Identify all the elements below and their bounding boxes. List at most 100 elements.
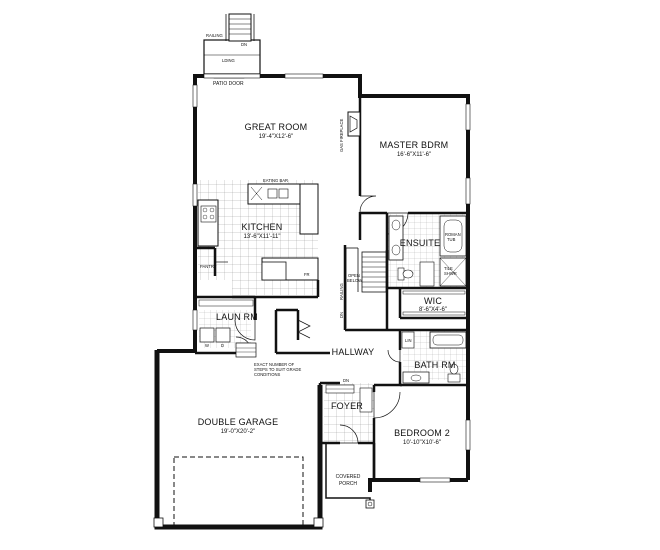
railing-stair-label: RAILING bbox=[339, 283, 344, 300]
fireplace bbox=[347, 111, 361, 137]
eating-bar-label: EATING BAR bbox=[263, 178, 288, 183]
burner bbox=[209, 214, 215, 220]
burner bbox=[202, 207, 208, 213]
hallway-title: HALLWAY bbox=[332, 347, 375, 357]
ensuite-toilet bbox=[402, 269, 414, 279]
wall-exterior-garage bbox=[154, 350, 323, 530]
open-below-label-1: OPEN bbox=[348, 273, 360, 278]
ensuite-sink bbox=[391, 244, 401, 256]
hallway: LIN HALLWAY bbox=[332, 331, 415, 357]
linen-label: LIN bbox=[405, 338, 412, 343]
door-laundry bbox=[234, 319, 256, 341]
patio-door: PATIO DOOR bbox=[203, 73, 261, 87]
fridge bbox=[261, 261, 287, 281]
window bbox=[192, 84, 198, 108]
door-front bbox=[339, 424, 359, 444]
foyer: DN FOYER bbox=[325, 378, 373, 413]
column-base bbox=[153, 517, 164, 528]
ensuite: ROMAN TUB TILE SHWR ENSUITE bbox=[388, 215, 467, 287]
railing-label-top: RAILING bbox=[206, 33, 223, 38]
bath-title: BATH RM bbox=[414, 360, 455, 370]
garage-door bbox=[173, 456, 304, 528]
bedroom2-dims: 10'-10"X10'-6" bbox=[403, 440, 441, 446]
garage-dims: 19'-0"X20'-2" bbox=[221, 429, 256, 435]
ensuite-title: ENSUITE bbox=[400, 238, 440, 248]
great-room-dims: 19'-4"X12'-6" bbox=[259, 134, 294, 140]
garage-column-bases bbox=[153, 517, 324, 528]
garage: EXACT NUMBER OF STEPS TO SUIT GRADE COND… bbox=[173, 342, 304, 528]
great-room-title: GREAT ROOM bbox=[245, 122, 308, 132]
dn-label-top: DN bbox=[241, 42, 247, 47]
dishwasher bbox=[250, 186, 263, 201]
bedroom-2: BEDROOM 2 10'-10"X10'-6" bbox=[394, 428, 450, 446]
ensuite-sink bbox=[391, 219, 401, 231]
roman-tub-label-1: ROMAN bbox=[445, 232, 461, 237]
master-bdrm-title: MASTER BDRM bbox=[380, 140, 449, 150]
bathroom: BATH RM bbox=[402, 331, 467, 384]
door-closet-bifold bbox=[297, 319, 311, 339]
fireplace-hearth bbox=[349, 115, 358, 133]
covered-porch-line1: COVERED bbox=[336, 474, 361, 480]
dn-stair-label: DN bbox=[339, 312, 344, 318]
kitchen: EATING BAR FR KITCHEN 13'-6"X11'-11" PAN… bbox=[197, 178, 319, 281]
patio-door-label: PATIO DOOR bbox=[213, 81, 244, 87]
door-master bbox=[359, 195, 377, 213]
burner bbox=[202, 214, 208, 220]
bath-toilet bbox=[449, 363, 459, 375]
kitchen-sink bbox=[278, 188, 289, 199]
master-bdrm-dims: 16'-6"X11'-6" bbox=[397, 152, 431, 158]
tile-shower-label-1: TILE bbox=[444, 266, 453, 271]
bedroom2-title: BEDROOM 2 bbox=[394, 428, 450, 438]
open-below-label-2: BELOW bbox=[347, 278, 362, 283]
roman-tub-label-2: TUB bbox=[447, 237, 456, 242]
wic-shelf bbox=[402, 311, 466, 316]
wall-exterior-bedroom2-bottom bbox=[368, 478, 468, 492]
window bbox=[465, 177, 471, 205]
window bbox=[465, 419, 471, 451]
lding-label: LDING bbox=[222, 58, 235, 63]
laundry-title: LAUN RM bbox=[216, 312, 258, 322]
washer-label: W bbox=[205, 343, 209, 348]
wic-title: WIC bbox=[424, 296, 442, 306]
column-base bbox=[313, 517, 324, 528]
window bbox=[192, 309, 198, 331]
wic-dims: 8'-6"X4'-6" bbox=[419, 307, 447, 313]
shower-diagonal bbox=[439, 257, 467, 287]
steps-note-1: EXACT NUMBER OF bbox=[254, 362, 295, 367]
door-bedroom2 bbox=[373, 391, 401, 419]
fridge-label: FR bbox=[304, 272, 310, 277]
door-bath bbox=[387, 349, 401, 363]
window bbox=[192, 183, 198, 207]
foyer-closet bbox=[359, 387, 373, 413]
garage-title: DOUBLE GARAGE bbox=[198, 417, 279, 427]
deck-platform bbox=[203, 39, 261, 75]
stairs bbox=[345, 247, 387, 328]
laundry-room: W D LAUN RM bbox=[198, 299, 258, 348]
kitchen-dims: 13'-6"X11'-11" bbox=[243, 234, 280, 240]
great-room: GREAT ROOM 19'-4"X12'-6" GAS FIREPLACE bbox=[245, 111, 361, 152]
covered-porch: COVERED PORCH bbox=[336, 474, 375, 509]
linen-closet bbox=[401, 331, 415, 349]
gas-fireplace-label: GAS FIREPLACE bbox=[339, 119, 344, 152]
window bbox=[284, 73, 324, 79]
window bbox=[465, 103, 471, 131]
walk-in-closet: WIC 8'-6"X4'-6" bbox=[402, 290, 466, 316]
kitchen-title: KITCHEN bbox=[242, 222, 283, 232]
kitchen-tile-floor-lower bbox=[232, 280, 318, 295]
laundry-shelf bbox=[198, 299, 254, 307]
ensuite-tub-inner bbox=[443, 219, 463, 253]
burner bbox=[209, 207, 215, 213]
foyer-title: FOYER bbox=[331, 401, 363, 411]
dryer-label: D bbox=[221, 343, 224, 348]
wic-shelf bbox=[402, 290, 466, 295]
kitchen-sink bbox=[267, 188, 278, 199]
porch-column bbox=[365, 499, 375, 509]
covered-porch-line2: PORCH bbox=[339, 481, 357, 487]
tile-shower-label-2: SHWR bbox=[444, 271, 457, 276]
range bbox=[200, 205, 217, 223]
garage-entry-steps bbox=[235, 342, 257, 358]
steps-note-3: CONDITIONS bbox=[254, 372, 280, 377]
steps-note-2: STEPS TO SUIT GRADE bbox=[254, 367, 301, 372]
deck-stair bbox=[228, 13, 252, 42]
